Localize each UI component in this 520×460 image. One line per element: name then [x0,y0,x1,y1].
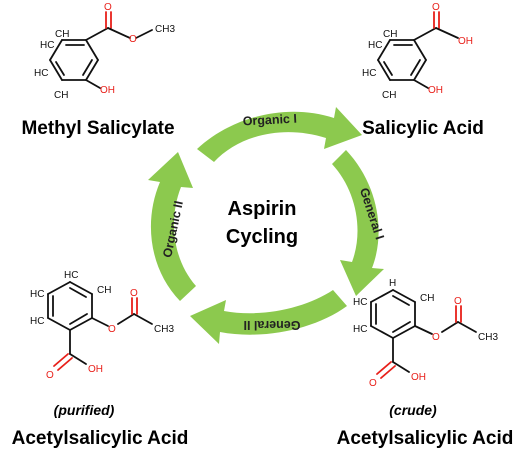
crude-qualifier: (crude) [389,402,437,418]
hc-atom: HC [368,40,382,51]
hc-atom: HC [353,297,367,308]
hc-atom: HC [362,68,376,79]
oxygen-atom: O [432,2,440,13]
oxygen-atom: O [46,370,54,381]
hydroxyl-group: OH [411,372,426,383]
oxygen-atom: O [432,332,440,343]
arrow-organic-ii [148,152,196,301]
cycle-title-line2: Cycling [226,226,298,248]
oxygen-atom: O [369,378,377,389]
oxygen-atom: O [129,34,137,45]
ch-atom: CH [383,29,397,40]
methyl-group: CH3 [154,324,174,335]
general-ii-label: General II [244,318,301,332]
hydrogen-atom: H [389,278,396,289]
organic-i-label: Organic I [242,112,297,129]
hydroxyl-group: OH [458,36,473,47]
ch-atom: CH [97,285,111,296]
oxygen-atom: O [454,296,462,307]
hydroxyl-group: OH [428,85,443,96]
asa-purified-structure: HC CH HC HC O O CH3 O OH (purified) Acet… [12,270,189,449]
cycle-title-line1: Aspirin [228,198,297,220]
methyl-group: CH3 [155,24,175,35]
salicylic-acid-structure: HC CH HC CH O OH OH Salicylic Acid [362,2,484,139]
hc-atom: HC [40,40,54,51]
arrow-general-ii [190,290,347,344]
purified-qualifier: (purified) [54,402,115,418]
methyl-salicylate-label: Methyl Salicylate [21,118,174,139]
hc-atom: HC [353,324,367,335]
hc-atom: HC [30,289,44,300]
methyl-group: CH3 [478,332,498,343]
salicylic-acid-label: Salicylic Acid [362,118,484,139]
hc-atom: HC [30,316,44,327]
ch-atom: CH [420,293,434,304]
methyl-salicylate-structure: HC CH HC CH O O CH3 OH Methyl Salicylate [21,2,175,139]
arrow-general-i [332,150,384,296]
hc-atom: HC [34,68,48,79]
ch-atom: CH [382,90,396,101]
asa-crude-label: Acetylsalicylic Acid [337,428,514,449]
hc-atom: HC [64,270,78,281]
hydroxyl-group: OH [88,364,103,375]
arrow-organic-i [197,107,362,162]
hydroxyl-group: OH [100,85,115,96]
oxygen-atom: O [130,288,138,299]
asa-crude-structure: H CH HC HC O O CH3 O OH (crude) Acetylsa… [337,278,514,449]
ch-atom: CH [55,29,69,40]
oxygen-atom: O [104,2,112,13]
oxygen-atom: O [108,324,116,335]
asa-purified-label: Acetylsalicylic Acid [12,428,189,449]
ch-atom: CH [54,90,68,101]
cycle-arrows [148,107,384,344]
